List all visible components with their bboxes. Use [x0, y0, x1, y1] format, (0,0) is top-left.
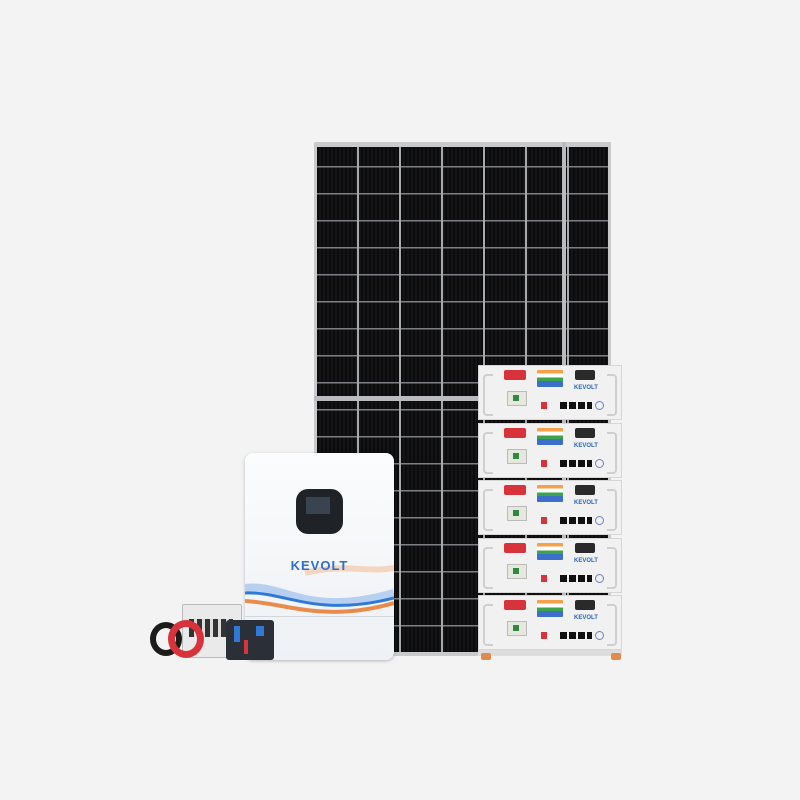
handle: [607, 431, 617, 474]
dip-switch: [541, 402, 547, 409]
rack-foot: [481, 653, 491, 660]
inverter-wave-decoration: [245, 565, 394, 614]
inverter-divider: [245, 616, 394, 617]
power-button-icon: [595, 516, 604, 525]
negative-terminal: [575, 485, 595, 495]
handle: [483, 546, 493, 589]
battery-module: KEVOLT: [478, 422, 622, 478]
breaker-switch: [507, 506, 527, 521]
positive-terminal: [504, 427, 526, 438]
handle: [483, 431, 493, 474]
handle: [483, 604, 493, 646]
positive-terminal: [504, 600, 526, 610]
red-cable-coil: [168, 620, 204, 658]
dip-switch: [541, 517, 547, 524]
battery-brand-logo: KEVOLT: [574, 557, 598, 564]
battery-module: KEVOLT: [478, 537, 622, 593]
rack-foot: [611, 653, 621, 660]
breaker-switch: [507, 391, 527, 406]
battery-display: [537, 370, 563, 387]
comm-ports: [560, 459, 592, 467]
comm-ports: [560, 517, 592, 524]
battery-display: [537, 485, 563, 502]
battery-brand-logo: KEVOLT: [574, 615, 598, 621]
power-button-icon: [595, 631, 604, 640]
dip-switch: [541, 632, 547, 639]
comm-ports: [560, 632, 592, 639]
negative-terminal: [575, 427, 595, 438]
battery-display: [537, 600, 563, 617]
panel-seam: [314, 396, 611, 401]
inverter-display: [296, 489, 343, 534]
brand-logo: KEVOLT: [290, 558, 349, 573]
battery-module: KEVOLT: [478, 480, 622, 535]
battery-module: KEVOLT: [478, 595, 622, 650]
handle: [607, 546, 617, 589]
battery-brand-logo: KEVOLT: [574, 385, 598, 391]
breaker-switch: [507, 563, 527, 579]
power-button-icon: [595, 401, 604, 410]
power-button-icon: [595, 458, 604, 468]
negative-terminal: [575, 542, 595, 553]
handle: [607, 604, 617, 646]
breaker-switch: [507, 448, 527, 464]
battery-module: KEVOLT: [478, 365, 622, 420]
handle: [483, 374, 493, 416]
dip-switch: [541, 459, 547, 467]
battery-display: [537, 542, 563, 560]
comm-ports: [560, 574, 592, 582]
comm-ports: [560, 402, 592, 409]
battery-display: [537, 427, 563, 445]
positive-terminal: [504, 542, 526, 553]
negative-terminal: [575, 370, 595, 380]
battery-rack-base: [478, 650, 622, 656]
tool-kit: [226, 620, 274, 660]
battery-brand-logo: KEVOLT: [574, 442, 598, 449]
battery-brand-logo: KEVOLT: [574, 500, 598, 506]
handle: [483, 489, 493, 531]
handle: [607, 489, 617, 531]
power-button-icon: [595, 573, 604, 583]
positive-terminal: [504, 485, 526, 495]
positive-terminal: [504, 370, 526, 380]
handle: [607, 374, 617, 416]
dip-switch: [541, 574, 547, 582]
breaker-switch: [507, 621, 527, 636]
negative-terminal: [575, 600, 595, 610]
